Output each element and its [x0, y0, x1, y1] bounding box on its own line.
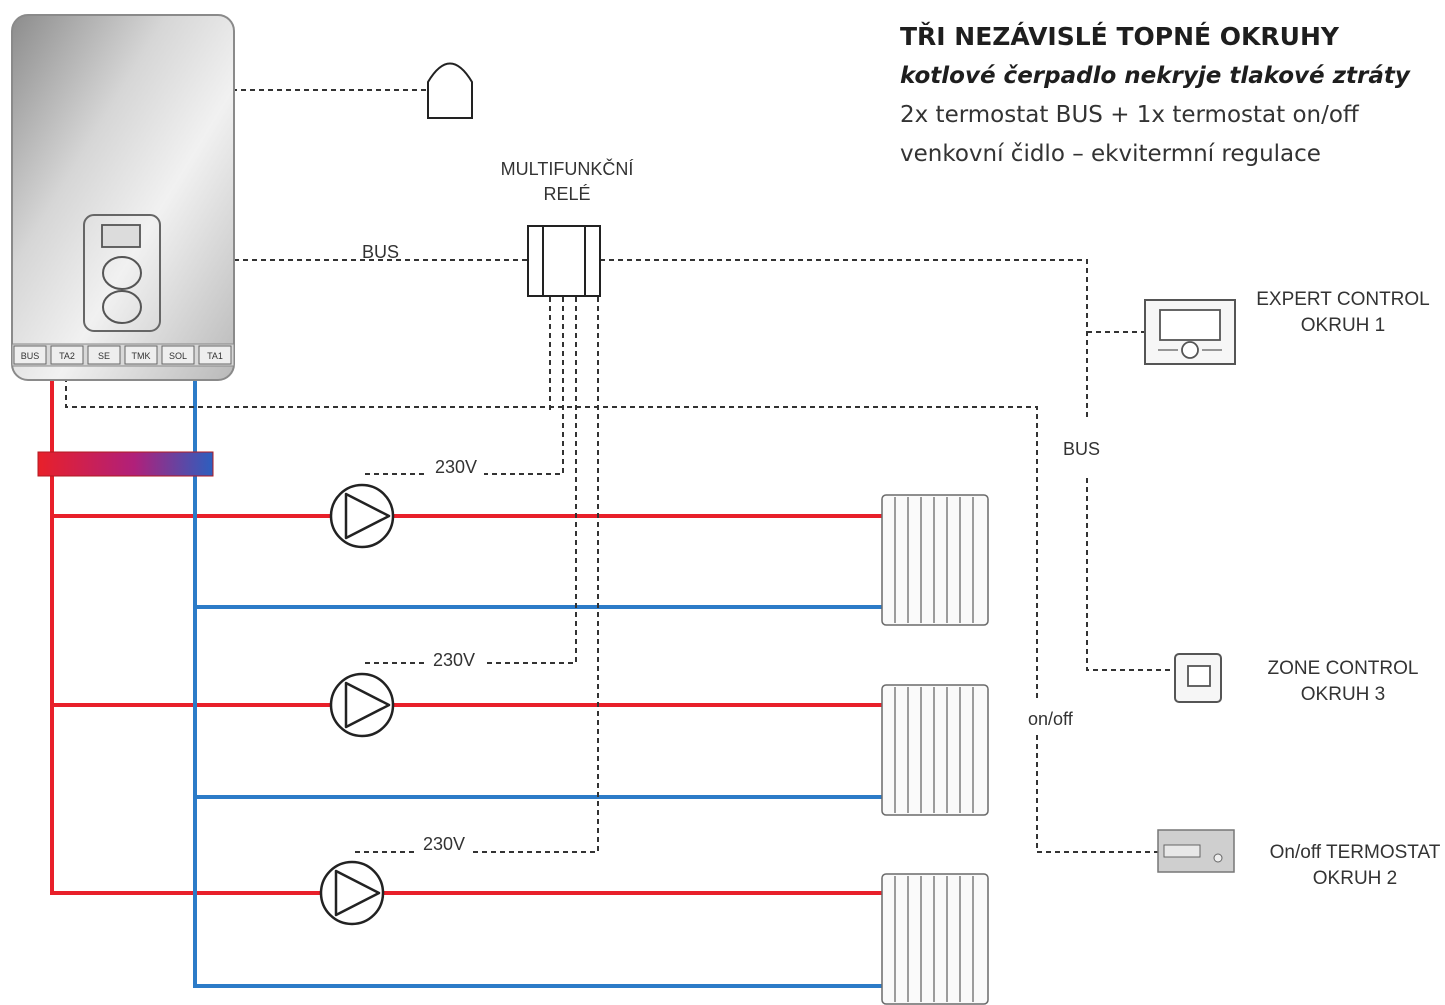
relay-label-line2: RELÉ: [543, 184, 590, 204]
boiler-display: [101, 224, 141, 248]
thermostat-summary: 2x termostat BUS + 1x termostat on/off: [900, 102, 1359, 128]
boiler-terminal-strip: BUS TA2 SE TMK SOL TA1: [13, 345, 232, 365]
onoff-thermostat-icon: [1157, 829, 1235, 873]
expert-control-thermostat-icon: [1144, 299, 1236, 365]
diagram-title: TŘI NEZÁVISLÉ TOPNÉ OKRUHY: [900, 22, 1339, 51]
boiler-knob-2: [102, 290, 142, 324]
diagram-subtitle: kotlové čerpadlo nekryje tlakové ztráty: [900, 63, 1410, 89]
boiler-control-panel: [83, 214, 161, 332]
circulation-pump-icon: [329, 483, 395, 549]
onoff-thermostat-circuit: OKRUH 2: [1313, 868, 1397, 889]
outdoor-sensor-icon: [427, 62, 473, 119]
bus-label: BUS: [362, 242, 399, 262]
terminal-label: SOL: [169, 351, 187, 361]
circulation-pump-icon: [329, 672, 395, 738]
bus-label-right: BUS: [1063, 439, 1100, 459]
header: TŘI NEZÁVISLÉ TOPNÉ OKRUHY kotlové čerpa…: [900, 18, 1440, 174]
voltage-label-circuit2: 230V: [433, 650, 475, 670]
sensor-summary: venkovní čidlo – ekvitermní regulace: [900, 141, 1321, 167]
zone-control-label: ZONE CONTROL: [1268, 658, 1419, 679]
terminal-label: SE: [98, 351, 110, 361]
hydraulic-separator: [37, 451, 214, 477]
circulation-pump-icon: [319, 860, 385, 926]
boiler: [11, 14, 235, 381]
expert-control-label: EXPERT CONTROL: [1256, 289, 1430, 310]
expert-control-circuit: OKRUH 1: [1301, 315, 1385, 336]
voltage-label-circuit3: 230V: [423, 834, 465, 854]
radiator-icon: [881, 684, 989, 816]
terminal-label: TA1: [207, 351, 223, 361]
onoff-thermostat-label: On/off TERMOSTAT: [1270, 842, 1441, 863]
boiler-knob-1: [102, 256, 142, 290]
return-pipes: [193, 378, 884, 988]
voltage-label-circuit1: 230V: [435, 457, 477, 477]
terminal-label: BUS: [21, 351, 40, 361]
zone-control-circuit: OKRUH 3: [1301, 684, 1385, 705]
radiator-icon: [881, 873, 989, 1005]
onoff-label: on/off: [1028, 709, 1074, 729]
radiator-icon: [881, 494, 989, 626]
zone-control-thermostat-icon: [1174, 653, 1222, 703]
terminal-label: TMK: [132, 351, 151, 361]
terminal-label: TA2: [59, 351, 75, 361]
relay-label-line1: MULTIFUNKČNÍ: [501, 158, 634, 179]
multifunction-relay: [527, 225, 601, 297]
